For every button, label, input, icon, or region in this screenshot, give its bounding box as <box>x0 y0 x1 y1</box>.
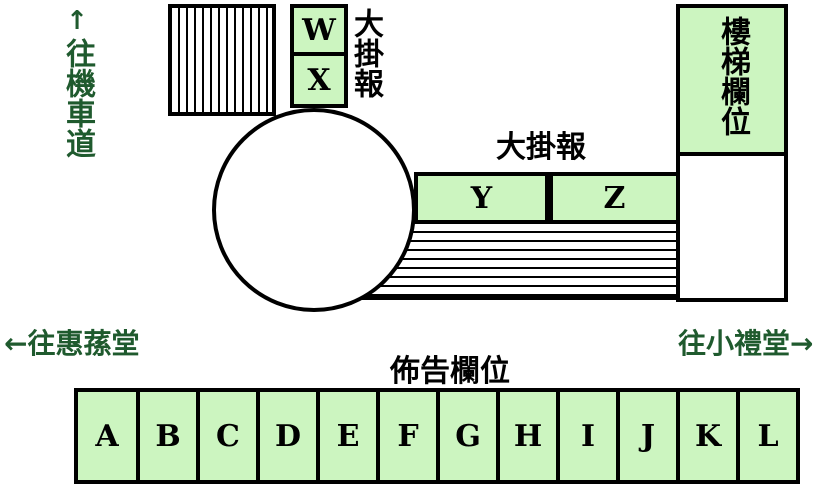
board-cell-y: Y <box>418 176 549 220</box>
board-cell-w: W <box>294 8 344 56</box>
notice-cell-d: D <box>260 392 316 480</box>
notice-cell-g: G <box>440 392 496 480</box>
notice-cell-e: E <box>320 392 376 480</box>
stair-board-panel <box>680 8 784 156</box>
notice-cell-h: H <box>500 392 556 480</box>
board-wx: W X <box>290 4 348 108</box>
notice-board-title: 佈告欄位 <box>390 354 510 389</box>
circle-structure <box>212 108 416 312</box>
stair-board: 樓梯欄位 <box>676 4 788 302</box>
notice-cell-c: C <box>200 392 256 480</box>
notice-cell-a: A <box>78 392 136 480</box>
notice-cell-f: F <box>380 392 436 480</box>
large-board-label-left: 大掛報 <box>348 8 383 98</box>
direction-machine-road: 往機車道 <box>60 38 95 158</box>
notice-board: A B C D E F G H I J K L <box>74 388 800 484</box>
notice-cell-k: K <box>680 392 736 480</box>
notice-cell-j: J <box>620 392 676 480</box>
board-cell-z: Z <box>553 176 676 220</box>
large-board-label-right: 大掛報 <box>496 130 586 165</box>
steps-block <box>360 224 680 300</box>
notice-cell-b: B <box>140 392 196 480</box>
striped-block-top <box>168 4 276 116</box>
arrow-up-icon: ↑ <box>66 6 88 36</box>
board-yz: Y Z <box>414 172 680 224</box>
notice-cell-i: I <box>560 392 616 480</box>
stair-board-label: 樓梯欄位 <box>715 16 750 136</box>
notice-cell-l: L <box>740 392 796 480</box>
direction-small-auditorium: 往小禮堂→ <box>678 327 814 360</box>
direction-huisun-hall: ←往惠蓀堂 <box>4 327 140 360</box>
board-cell-x: X <box>294 56 344 104</box>
